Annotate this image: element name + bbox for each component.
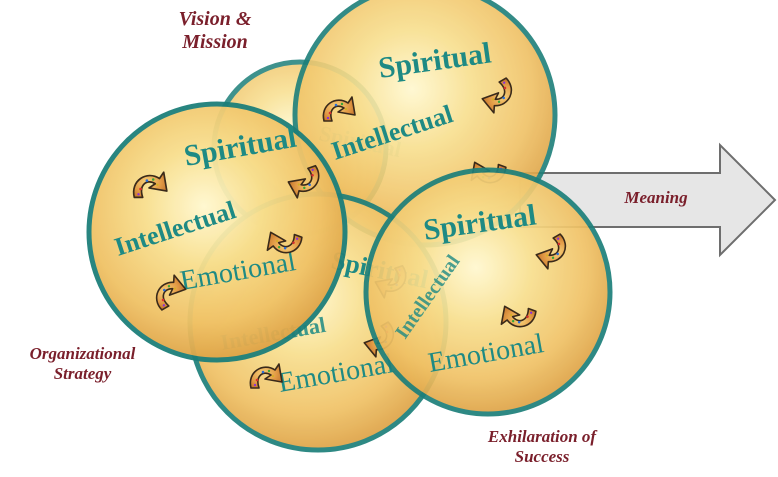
arrow-label-meaning: Meaning <box>624 188 688 207</box>
caption-org-line-1: Organizational <box>29 344 136 363</box>
caption-organizational-strategy: Organizational Strategy <box>0 344 165 383</box>
caption-org-line-2: Strategy <box>53 363 112 383</box>
caption-vision-mission: Vision & Mission <box>150 8 280 54</box>
caption-vision-line-2: Mission <box>182 31 248 53</box>
circle-right: Spiritual Intellectual Emotional <box>363 167 613 417</box>
caption-exh-line-2: Success <box>514 446 570 466</box>
caption-exhilaration-of-success: Exhilaration of Success <box>462 427 622 466</box>
caption-exh-line-1: Exhilaration of <box>487 427 597 446</box>
caption-vision-line-1: Vision & <box>178 8 252 30</box>
circle-left: Spiritual Intellectual Emotional <box>86 101 348 363</box>
